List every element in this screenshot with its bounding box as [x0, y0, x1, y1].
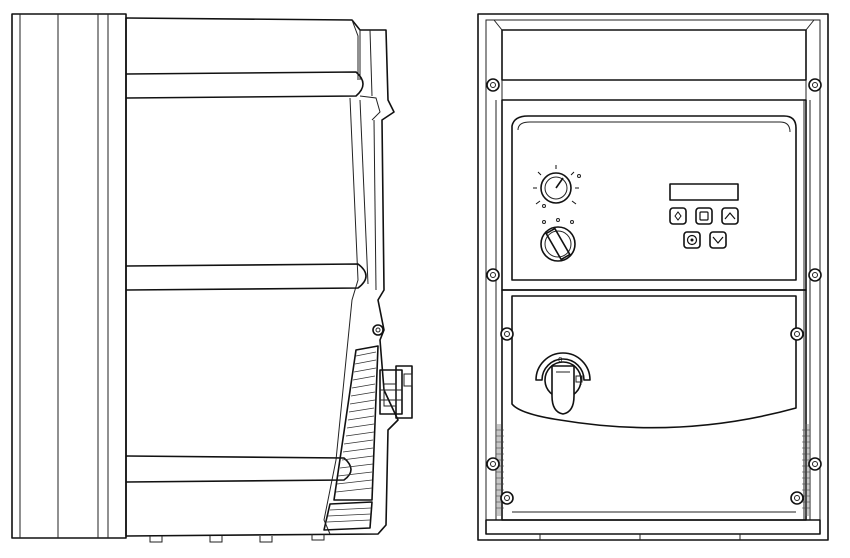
screw-icon [790, 327, 804, 341]
screw-icon [808, 457, 822, 471]
screw-icon [790, 491, 804, 505]
reset-icon [686, 234, 698, 246]
keypad [669, 207, 739, 249]
up-button [721, 207, 739, 225]
front-view: 0 I [477, 13, 829, 541]
start-button [669, 207, 687, 225]
screw-icon [500, 491, 514, 505]
up-icon [724, 212, 736, 220]
lower-panel-frame [501, 289, 807, 521]
start-icon [674, 211, 682, 221]
mounting-plate [11, 13, 127, 539]
front-enclosure [477, 13, 829, 541]
mode-selector-switch [540, 218, 576, 262]
fixing-screws [486, 78, 822, 505]
speed-potentiometer [533, 165, 581, 208]
rotary-isolator: 0 I [535, 352, 591, 415]
stop-icon [699, 211, 709, 221]
screw-icon [808, 268, 822, 282]
vent-grille-front [496, 424, 810, 516]
rib-top [125, 71, 364, 99]
isolator-label-on: I [580, 379, 582, 387]
rib-bottom [125, 455, 352, 483]
stop-button [695, 207, 713, 225]
side-glands [149, 534, 325, 543]
rib-middle [125, 263, 367, 291]
enclosure-body [125, 17, 399, 537]
screw-icon [486, 457, 500, 471]
side-view [11, 13, 413, 543]
isolator-label-off: 0 [558, 356, 562, 364]
isolator-knob-side [379, 365, 413, 419]
lcd-display [669, 183, 739, 201]
vent-grille-side [323, 345, 379, 531]
down-button [709, 231, 727, 249]
screw-icon [486, 78, 500, 92]
reset-button [683, 231, 701, 249]
screw-icon [808, 78, 822, 92]
screw-icon [486, 268, 500, 282]
screw-icon [500, 327, 514, 341]
isolator-handle [551, 365, 575, 415]
keypad-panel [511, 115, 797, 281]
down-icon [712, 236, 724, 244]
